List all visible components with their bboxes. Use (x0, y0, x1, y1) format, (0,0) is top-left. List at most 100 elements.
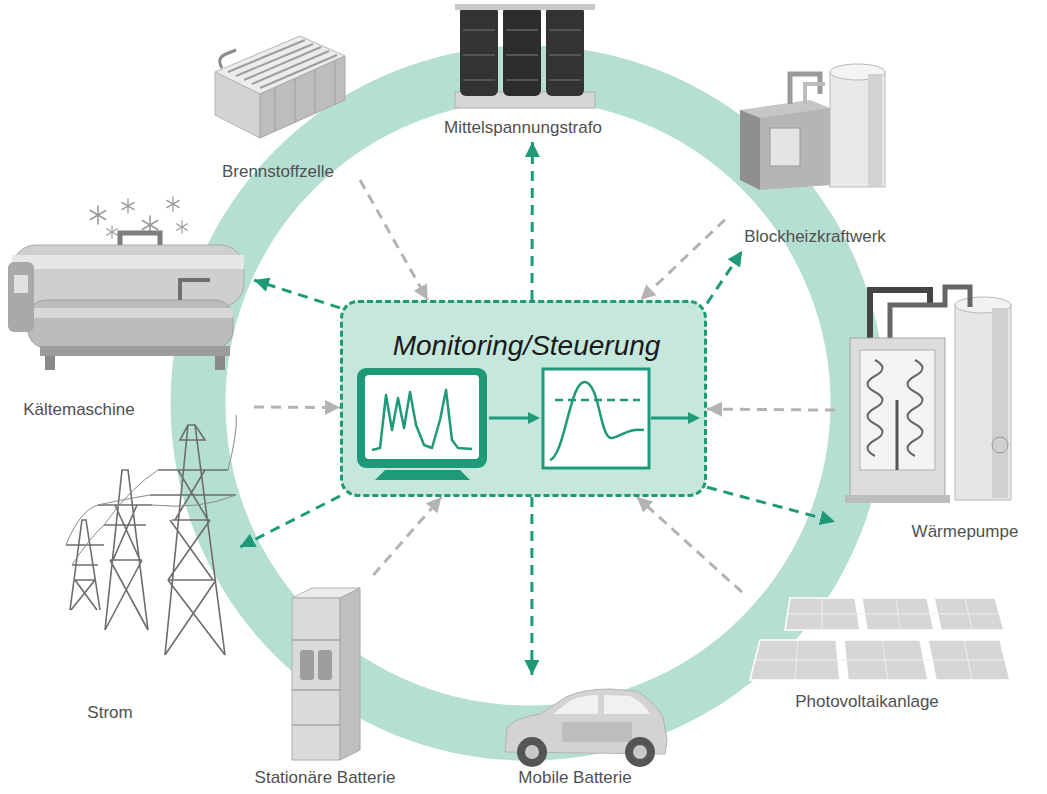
box-title: Monitoring/Steuerung (393, 330, 661, 362)
fuel-cell-figure-part (228, 40, 337, 88)
fuel-cell-figure-part-part (294, 79, 296, 122)
control-icons-part (550, 382, 644, 460)
fuel-cell-figure-part-part (314, 70, 316, 113)
chiller-figure-part (90, 206, 106, 224)
transformer-figure-part-part (549, 79, 581, 81)
fuel-cell-figure-part (275, 61, 335, 131)
fuel-cell-figure-part-part (252, 51, 329, 84)
transformer-figure-part (503, 6, 541, 96)
solar-panels-figure-part-part (882, 640, 888, 680)
chiller-figure-part (167, 197, 179, 211)
data-arrow (707, 409, 835, 410)
transformer-figure-part-part (549, 54, 581, 56)
component-label: Blockheizkraftwerk (744, 227, 886, 247)
chiller-node: Kältemaschine (4, 195, 254, 425)
fuel-cell-figure-part-part (244, 47, 321, 80)
fuel-cell-figure-part-part (274, 87, 276, 131)
control-icons-part (341, 301, 706, 496)
component-label: Mittelspannungstrafo (444, 118, 602, 138)
power-pylons-figure-part (66, 415, 236, 565)
component-label: Mobile Batterie (518, 768, 631, 788)
heat-pump-figure-part (992, 437, 1008, 453)
car-figure-part (562, 722, 632, 742)
control-arrow (707, 251, 742, 303)
heat-pump-figure-part (868, 360, 883, 456)
heat-pump-figure-part (890, 287, 970, 340)
car-figure-part (553, 695, 598, 714)
transformer-figure-part-part (506, 79, 538, 81)
transformer-figure-part-part (463, 29, 495, 31)
chp-plant-figure-part (868, 74, 882, 186)
chp-plant-figure-part (830, 72, 885, 187)
transformer-figure-part-part (506, 29, 538, 31)
chiller-figure-part (28, 300, 233, 348)
chiller-figure-part (40, 346, 230, 356)
mobile-battery-node: Mobile Batterie (495, 675, 670, 792)
control-icons-part (543, 369, 649, 468)
stationary-battery-figure-part (292, 598, 340, 760)
power-pylons-figure-part (150, 425, 236, 655)
heat-pump-figure-part (845, 495, 950, 503)
car-figure-part (517, 737, 547, 767)
chiller-figure-part (12, 255, 244, 269)
stationary-battery-figure-part-part (292, 639, 340, 641)
transformer-figure-part-part (463, 54, 495, 56)
transformer-node: Mittelspannungstrafo (428, 2, 618, 142)
data-arrow (373, 497, 441, 575)
solar-panels-figure-part-part (896, 598, 900, 630)
heat-pump-figure-part (992, 308, 1008, 498)
stationary-battery-figure-part (292, 640, 340, 725)
control-icons-part (365, 375, 479, 459)
fuel-cell-figure-part-part (334, 61, 336, 105)
transformer-figure-part-part (549, 29, 581, 31)
control-icons-part (528, 412, 540, 424)
fuel-cell-figure-part-part (260, 55, 337, 88)
power-pylons-figure-part-part (72, 470, 158, 565)
chiller-figure-part (8, 262, 34, 332)
car-figure-part (625, 737, 655, 767)
control-arrow (531, 142, 534, 300)
component-label: Wärmepumpe (912, 522, 1019, 542)
chp-plant-figure-part (760, 108, 830, 190)
control-icons-part (372, 390, 472, 450)
solar-panels-figure (750, 598, 1010, 680)
data-arrow (637, 497, 742, 592)
power-pylons-figure-part-part (228, 415, 236, 470)
stationary-battery-figure (292, 588, 360, 760)
control-arrow (254, 280, 340, 308)
control-arrow (240, 496, 340, 547)
transformer-figure-part-part (506, 54, 538, 56)
solar-node: Photovoltaikanlage (742, 592, 1014, 716)
transformer-figure-part (463, 30, 581, 80)
heat-pump-figure-part (955, 305, 1011, 500)
stationary-battery-figure-part-part (292, 724, 340, 726)
solar-panels-figure-part-part (965, 598, 972, 630)
power-pylons-figure (66, 415, 236, 655)
fuel-cell-node: Brennstoffzelle (200, 15, 360, 190)
stationary-battery-figure-part (300, 650, 314, 680)
solar-panels-figure-part-part (795, 640, 798, 680)
control-icons (341, 301, 706, 496)
chiller-figure-part (120, 233, 160, 245)
heat-pump-figure-part (850, 338, 945, 498)
control-box: Monitoring/Steuerung (340, 300, 707, 497)
chiller-figure (8, 197, 244, 370)
power-pylons-figure-part (66, 520, 104, 610)
fuel-cell-figure-part (215, 72, 260, 138)
car-figure (505, 689, 667, 767)
car-figure-part (633, 745, 647, 759)
control-arrow (707, 487, 835, 522)
transformer-figure-part (546, 6, 584, 96)
data-arrow (254, 406, 340, 410)
chp-plant-figure-part (740, 110, 760, 190)
fuel-cell-figure (215, 36, 345, 138)
heat-pump-figure (845, 287, 1011, 503)
chiller-figure-part (180, 280, 210, 300)
control-arrow (530, 497, 533, 675)
chp-plant-figure-part (770, 128, 800, 166)
solar-panels-figure-part-part (822, 598, 823, 630)
heat-pump-figure-part (896, 400, 899, 470)
chiller-figure-part (177, 221, 188, 234)
stationary-battery-figure-part-part (292, 689, 340, 691)
